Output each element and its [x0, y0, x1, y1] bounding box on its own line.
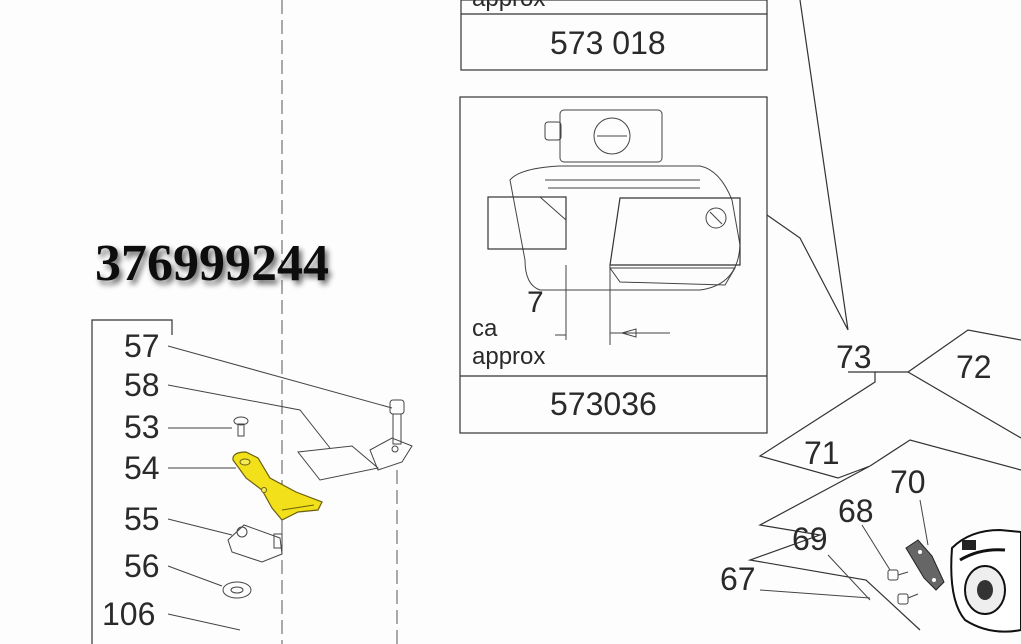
part-55-base [227, 524, 283, 563]
leader-68 [861, 524, 891, 571]
callout-71: 71 [804, 435, 840, 471]
callout-106: 106 [102, 596, 155, 632]
top-box-part-number: 573 018 [550, 25, 666, 61]
part-number-heading: 376999244 [95, 235, 329, 292]
part-53-screw [233, 416, 249, 437]
dimension-approx-label: approx [472, 343, 545, 370]
leader-72b [907, 371, 1021, 439]
callout-54: 54 [124, 450, 160, 486]
callout-69: 69 [792, 521, 828, 557]
top-part-box: approx 573 018 [460, 0, 768, 71]
top-box-approx-label: approx [472, 0, 545, 12]
callout-68: 68 [838, 493, 874, 529]
callout-53: 53 [124, 409, 160, 445]
callout-55: 55 [124, 501, 160, 537]
leader-72 [875, 329, 1021, 373]
callout-70: 70 [890, 464, 926, 500]
callout-56: 56 [124, 548, 160, 584]
part-56-washer [222, 581, 252, 599]
leader-57 [167, 345, 393, 409]
callout-67: 67 [720, 561, 756, 597]
dimension-ca-label: ca [472, 315, 498, 342]
part-68-screw [887, 569, 909, 581]
leader-71 [869, 439, 1021, 471]
part-70-plate [905, 539, 945, 591]
part-58-plate [297, 437, 413, 481]
callout-73: 73 [836, 339, 872, 375]
leader-69 [827, 554, 871, 601]
middle-part-box: 7 ca approx 573036 [459, 96, 768, 434]
leader-67 [759, 589, 871, 599]
left-parts-box: 57 58 53 54 55 56 106 [91, 319, 173, 644]
part-57-screw [389, 399, 405, 445]
callout-57: 57 [124, 328, 160, 364]
leader-58 [167, 384, 331, 449]
leader-56 [167, 565, 223, 587]
dimension-value: 7 [527, 286, 544, 319]
callout-58: 58 [124, 367, 160, 403]
callout-72: 72 [956, 349, 992, 385]
leader-106 [167, 613, 241, 631]
leader-73 [766, 0, 849, 331]
leader-55 [167, 518, 233, 536]
bobbin-case [950, 528, 1021, 633]
middle-box-part-number: 573036 [550, 386, 657, 422]
part-54-lever-highlighted [232, 451, 323, 521]
leader-70 [919, 499, 929, 546]
part-69-screw [897, 593, 919, 605]
